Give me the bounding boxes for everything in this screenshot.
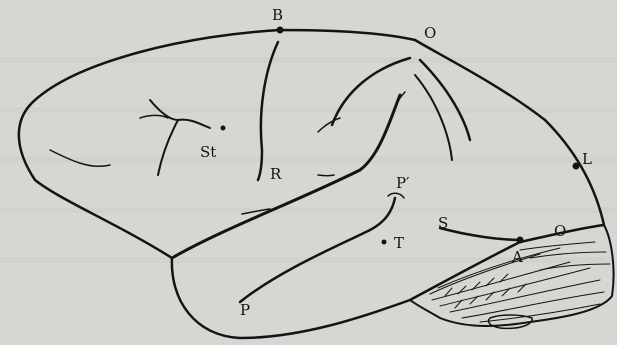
label-r: R xyxy=(270,165,282,183)
label-o-top: O xyxy=(424,24,436,42)
label-l: L xyxy=(582,150,592,168)
landmark-st-dot xyxy=(221,126,226,131)
label-a: A xyxy=(511,248,523,266)
sulcus-fragment-2 xyxy=(318,175,334,176)
landmark-a-dot xyxy=(517,237,524,244)
label-p-prime: P′ xyxy=(396,174,410,192)
label-st: St xyxy=(200,143,216,161)
label-t: T xyxy=(394,234,404,252)
landmark-l-dot xyxy=(573,163,580,170)
label-s: S xyxy=(438,214,448,232)
label-b: B xyxy=(272,6,283,24)
landmark-b-dot xyxy=(277,27,284,34)
label-p: P xyxy=(240,301,250,319)
label-o-right: O xyxy=(554,222,566,240)
landmark-t-dot xyxy=(382,240,387,245)
